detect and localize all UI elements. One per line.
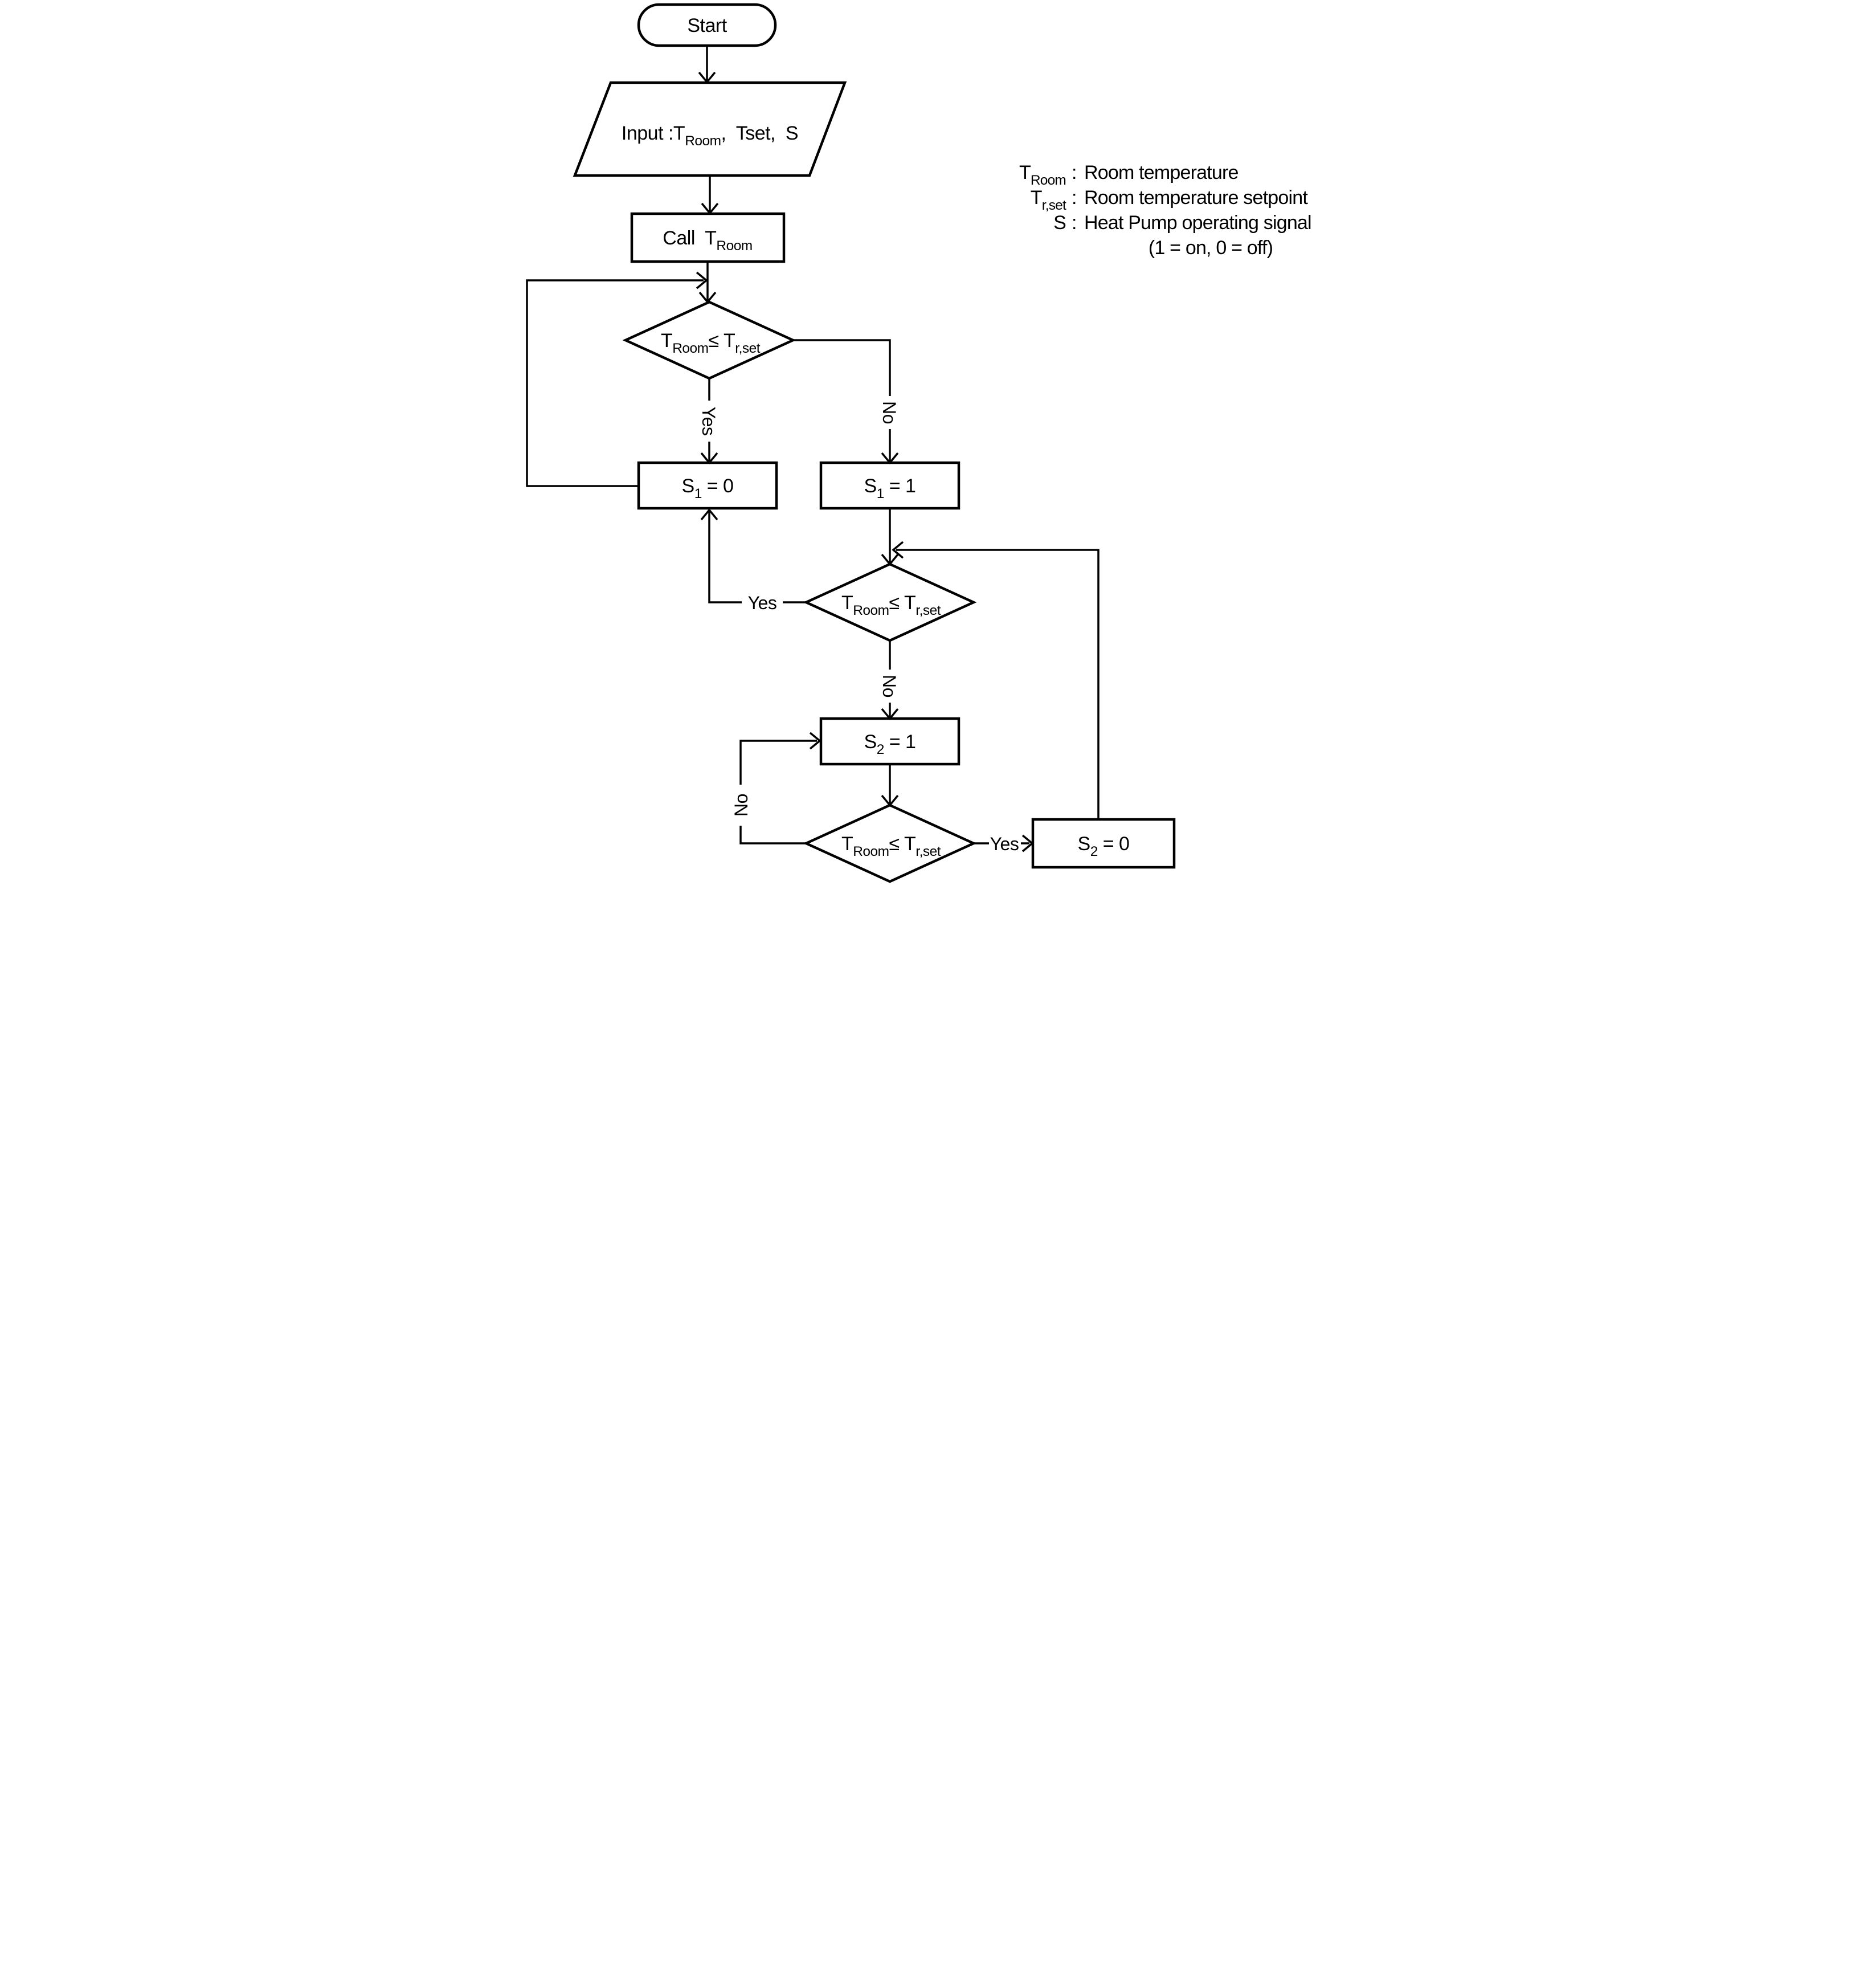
edge-s1off-feedback-to-decision1	[525, 271, 708, 487]
node-decision2: TRoom≤ Tr,set	[803, 562, 976, 642]
decision2-label: TRoom≤ Tr,set	[841, 592, 941, 618]
flowchart-canvas: Yes No Yes No No	[521, 0, 1355, 883]
legend-separator: :	[1072, 212, 1077, 234]
legend-note: (1 = on, 0 = off)	[1148, 237, 1272, 259]
legend-definition: Room temperature setpoint	[1084, 187, 1308, 209]
start-label: Start	[687, 15, 727, 36]
edge-decision2-no: No	[879, 640, 900, 720]
node-decision1: TRoom≤ Tr,set	[622, 300, 796, 380]
legend-separator: :	[1072, 162, 1077, 183]
node-s2-off: S2 = 0	[1031, 818, 1175, 869]
legend-row-troom: TRoom : Room temperature	[1019, 162, 1239, 188]
node-s2-on: S2 = 1	[819, 717, 960, 766]
node-start: Start	[637, 3, 776, 47]
edge-label-d2-yes: Yes	[747, 593, 776, 613]
edge-start-to-input	[697, 46, 716, 83]
legend-term: TRoom	[1019, 162, 1065, 188]
decision3-label: TRoom≤ Tr,set	[841, 833, 941, 859]
edge-label-d2-no: No	[879, 675, 900, 697]
edge-input-to-call	[700, 176, 719, 214]
edge-label-d1-yes: Yes	[698, 407, 719, 436]
node-s1-off: S1 = 0	[637, 461, 778, 510]
legend-term: Tr,set	[1030, 187, 1066, 213]
node-input: Input :TRoom, Tset, S	[573, 81, 847, 177]
decision1-label: TRoom≤ Tr,set	[660, 330, 760, 356]
legend: TRoom : Room temperature Tr,set : Room t…	[1019, 162, 1311, 259]
edge-s2off-feedback-to-decision2	[892, 541, 1100, 819]
call-troom-label: Call TRoom	[663, 227, 752, 254]
edge-label-d1-no: No	[879, 401, 900, 424]
s2-off-label: S2 = 0	[1077, 833, 1129, 859]
s1-off-label: S1 = 0	[681, 475, 733, 501]
edge-s2on-to-decision3	[880, 764, 899, 806]
legend-definition: Heat Pump operating signal	[1084, 212, 1311, 234]
flowchart-page: Yes No Yes No No	[521, 0, 1355, 883]
legend-term: S	[1053, 212, 1066, 234]
edge-decision2-yes: Yes	[700, 509, 806, 613]
legend-separator: :	[1072, 187, 1077, 209]
edge-s1on-to-decision2	[880, 508, 899, 565]
edge-decision3-no: No	[731, 732, 821, 844]
edge-decision1-yes: Yes	[698, 378, 719, 464]
node-call-troom: Call TRoom	[630, 212, 785, 263]
input-label: Input :TRoom, Tset, S	[621, 123, 798, 149]
legend-definition: Room temperature	[1084, 162, 1239, 183]
edge-label-d3-yes: Yes	[990, 834, 1019, 854]
edge-call-to-decision1	[698, 262, 717, 303]
edge-label-d3-no: No	[731, 794, 751, 817]
edge-decision1-no: No	[792, 339, 900, 464]
node-decision3: TRoom≤ Tr,set	[803, 803, 976, 883]
legend-row-s: S : Heat Pump operating signal	[1053, 212, 1311, 234]
s1-on-label: S1 = 1	[864, 475, 915, 501]
legend-row-trset: Tr,set : Room temperature setpoint	[1030, 187, 1308, 213]
s2-on-label: S2 = 1	[864, 731, 915, 757]
edge-decision3-yes: Yes	[973, 834, 1033, 854]
node-s1-on: S1 = 1	[819, 461, 960, 510]
